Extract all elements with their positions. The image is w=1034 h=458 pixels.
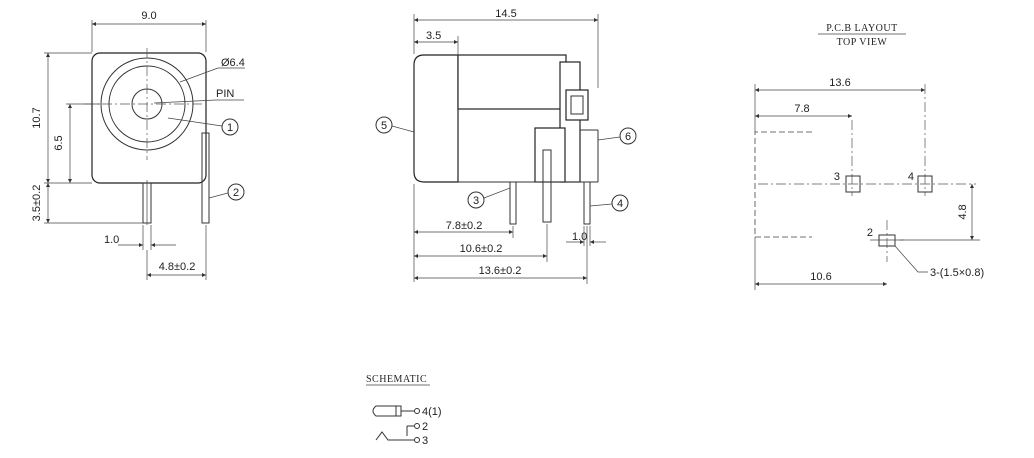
pcb-pad-4-label: 4: [908, 171, 914, 183]
callout-5-circle: [375, 116, 393, 134]
side-pin-4: [583, 181, 591, 225]
front-pin-2: [201, 132, 210, 224]
callout-3-text: 3: [473, 195, 479, 207]
jack-body-front: [91, 52, 207, 184]
front-pin-width-label: 1.0: [104, 234, 119, 246]
side-pin-3: [509, 181, 517, 225]
front-pin-spacing-label: 4.8±0.2: [159, 261, 196, 273]
schematic-pin-2: 2: [422, 421, 428, 433]
callout-2-circle: [227, 183, 245, 201]
side-pin4-position-label: 13.6±0.2: [479, 265, 522, 277]
pcb-vertical-dim-label: 4.8: [957, 204, 969, 219]
callout-4-circle: [611, 194, 629, 212]
schematic-pin-3: 3: [422, 435, 428, 447]
side-front-barrel: [413, 54, 459, 183]
schematic: SCHEMATIC 4(1) 2 3: [366, 374, 442, 447]
pcb-hole-spec-label: 3-(1.5×0.8): [930, 267, 984, 279]
front-height-label: 10.7: [31, 107, 43, 128]
side-view: 14.5 3.5 7.8±0.2 10.6±0.2 13.6±0.2 1.0 5…: [375, 8, 637, 284]
pcb-pad-2-label: 2: [867, 227, 873, 239]
pcb-pin2-dim-label: 10.6: [810, 271, 831, 283]
side-rear-tab: [565, 89, 589, 121]
side-length-label: 14.5: [495, 8, 516, 20]
front-center-height-label: 6.5: [53, 135, 65, 150]
schematic-plug: [372, 405, 397, 417]
callout-6-text: 6: [625, 131, 631, 143]
front-pin-length-label: 3.5±0.2: [31, 185, 43, 222]
side-front-depth-label: 3.5: [426, 30, 441, 42]
front-pin-label: PIN: [216, 88, 234, 100]
pcb-pad-3: [845, 175, 861, 193]
schematic-title: SCHEMATIC: [366, 374, 427, 385]
front-diameter-label: Ø6.4: [221, 57, 245, 69]
side-pin-mid: [542, 149, 552, 223]
schematic-pin-4-1: 4(1): [422, 406, 442, 418]
pcb-subtitle: TOP VIEW: [837, 37, 888, 48]
side-pin-width-label: 1.0: [572, 231, 587, 243]
pcb-pad-2: [878, 234, 896, 247]
side-lower-body: [534, 127, 566, 183]
front-view: 9.0 10.7 6.5 3.5±0.2 1.0 4.8±0.2 Ø6.4: [31, 10, 245, 280]
side-main-body: [457, 54, 567, 110]
callout-6-circle: [619, 127, 637, 145]
pcb-layout: P.C.B LAYOUT TOP VIEW 3 4 2 13.6 7.8 10.…: [754, 23, 984, 290]
callout-4-text: 4: [617, 198, 623, 210]
pcb-pad-3-label: 3: [834, 171, 840, 183]
callout-1-text: 1: [227, 122, 233, 134]
front-width-label: 9.0: [141, 10, 156, 22]
side-pin-mid-position-label: 10.6±0.2: [460, 243, 503, 255]
callout-2-text: 2: [233, 187, 239, 199]
callout-5-text: 5: [381, 120, 387, 132]
pcb-pad-4: [917, 175, 933, 193]
pcb-total-dim-label: 13.6: [829, 77, 850, 89]
callout-1-circle: [221, 118, 239, 136]
pcb-title: P.C.B LAYOUT: [826, 23, 897, 34]
side-pin3-position-label: 7.8±0.2: [446, 220, 483, 232]
callout-3-circle: [467, 191, 485, 209]
pcb-pin3-dim-label: 7.8: [794, 103, 809, 115]
